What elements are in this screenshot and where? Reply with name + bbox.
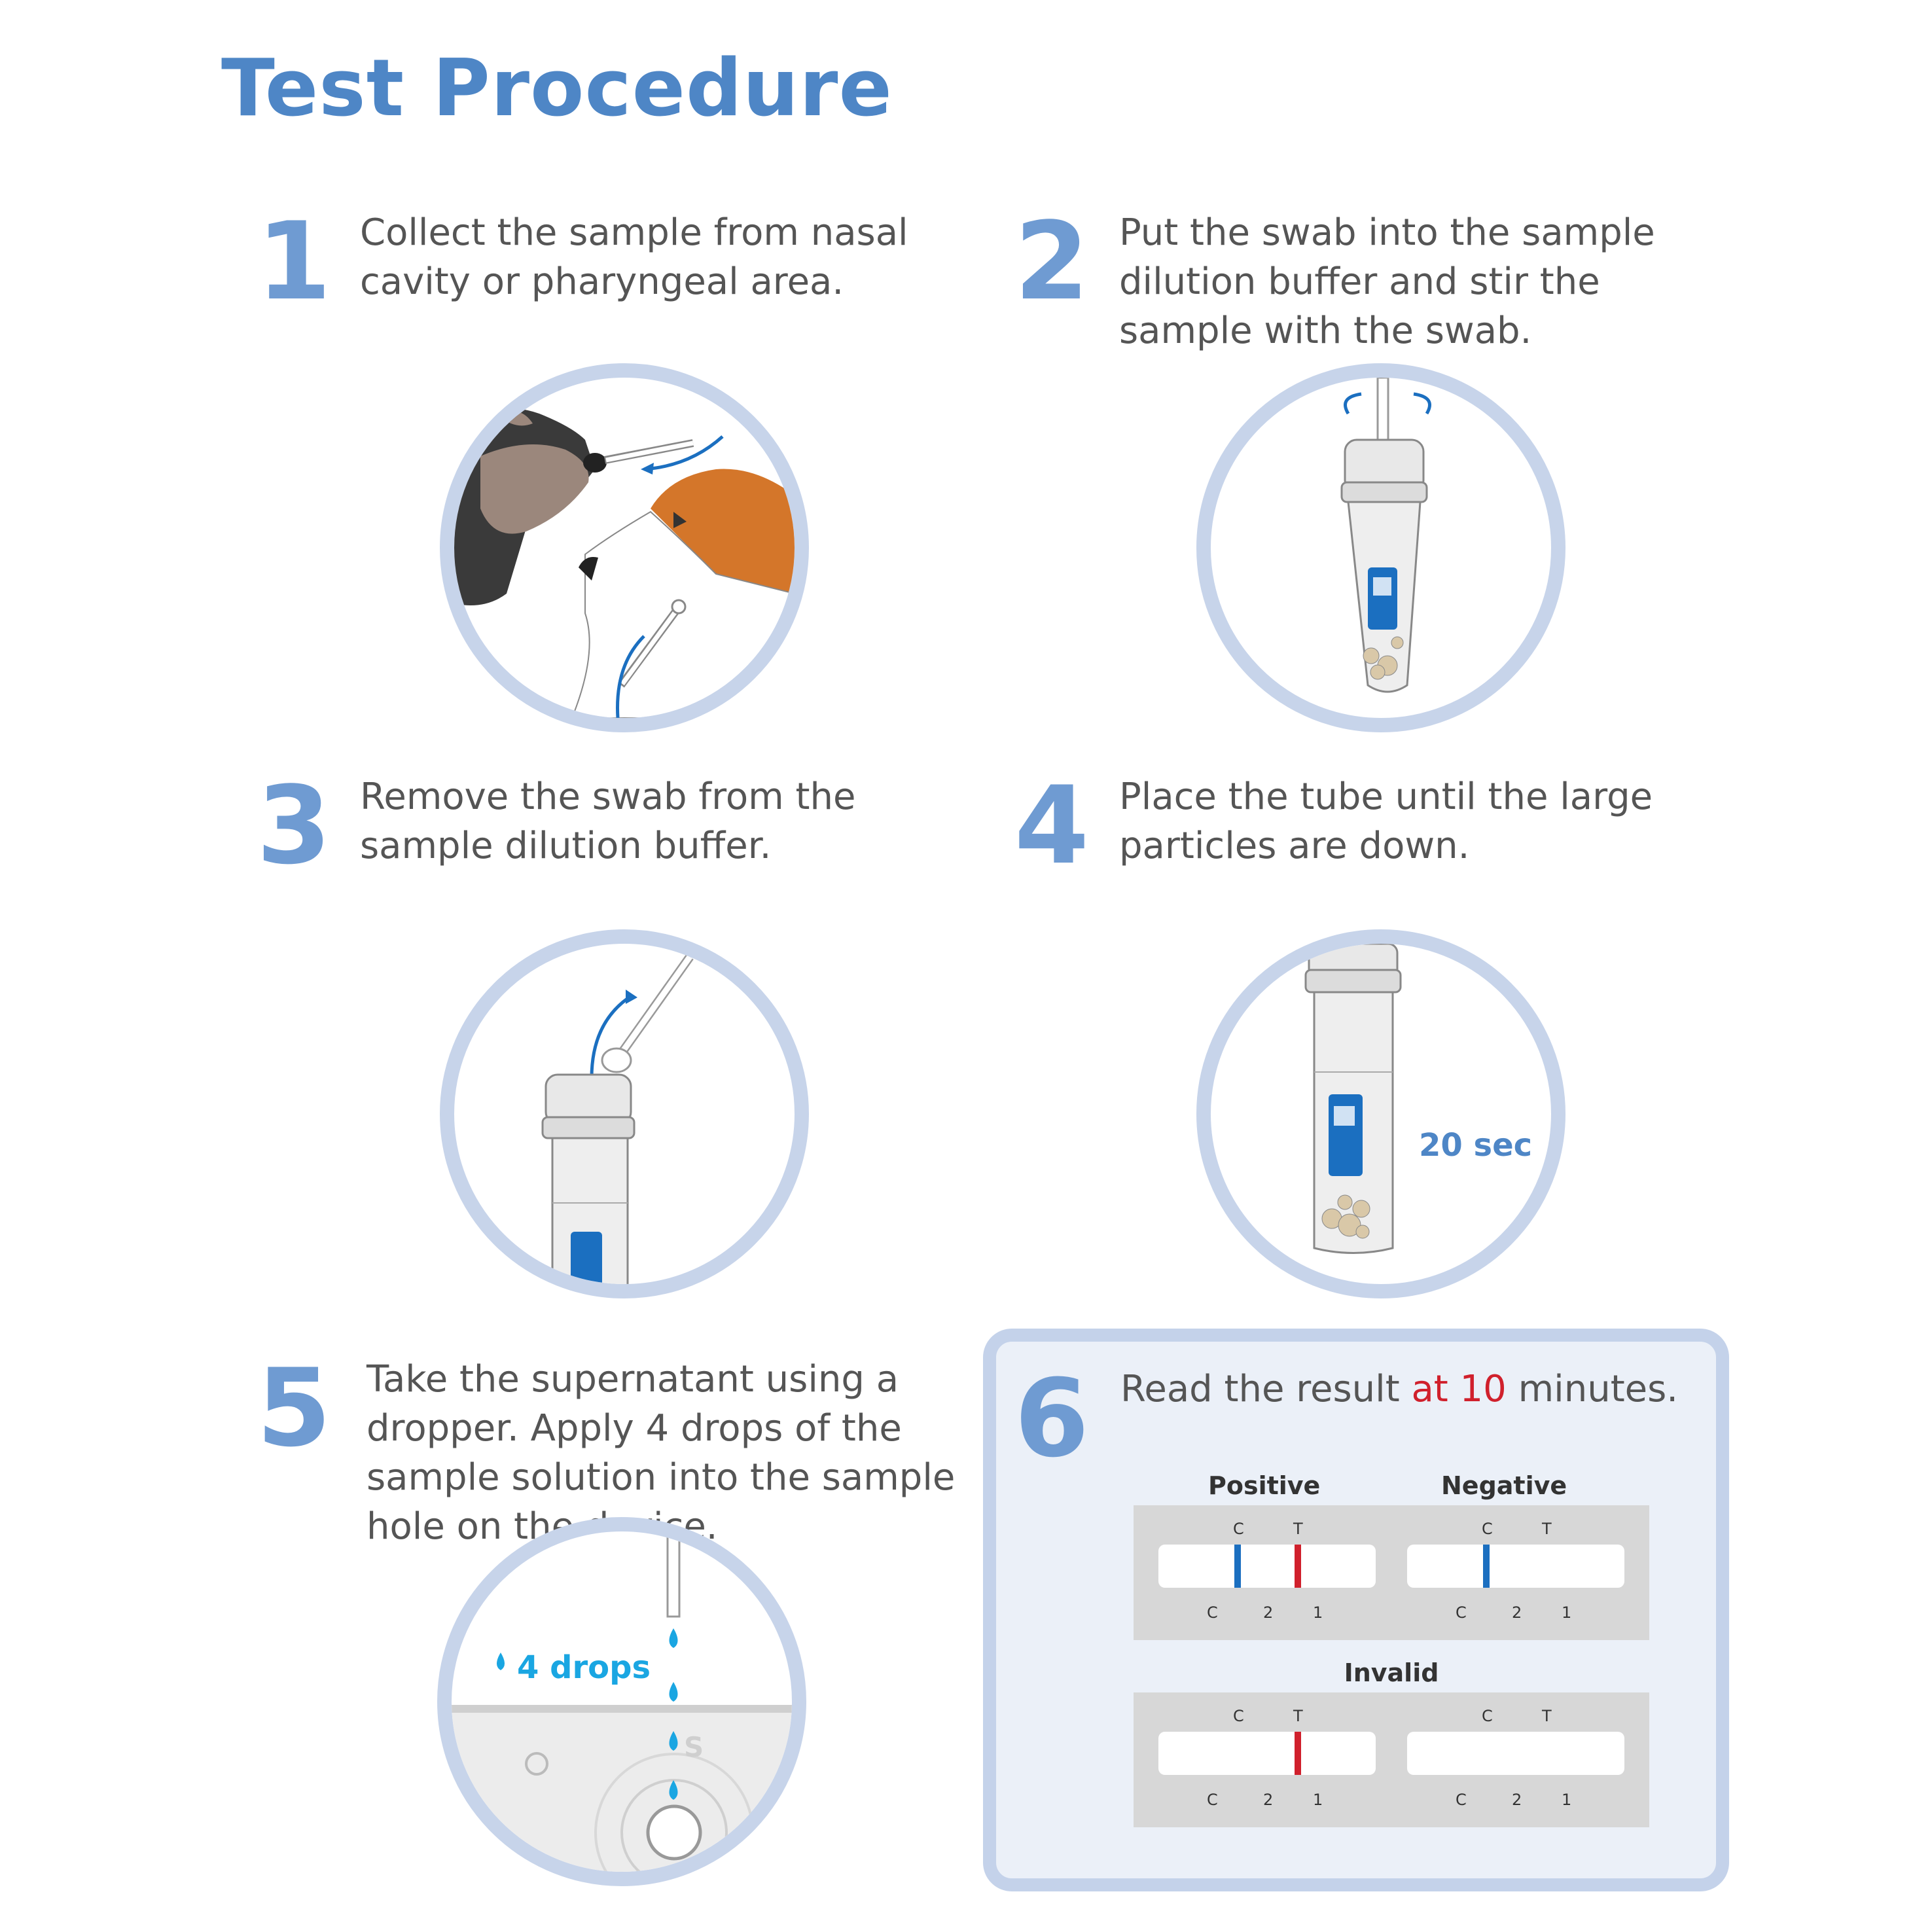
strip-label-c: C [1233, 1707, 1244, 1725]
invalid-strip-blank [1407, 1732, 1624, 1775]
page-title: Test Procedure [221, 43, 893, 134]
strip-label-t: T [1293, 1707, 1303, 1725]
test-line [1295, 1732, 1301, 1775]
negative-label: Negative [1441, 1471, 1567, 1500]
strip-bottom-2: 2 [1263, 1791, 1274, 1809]
step-5-text: Take the supernatant using a dropper. Ap… [367, 1358, 956, 1548]
strip-bottom-1: 1 [1313, 1791, 1323, 1809]
step-3-number: 3 [257, 763, 332, 888]
dropper-device-illustration [452, 1531, 792, 1872]
negative-strip [1407, 1545, 1624, 1588]
strip-bottom-2: 2 [1512, 1791, 1522, 1809]
strip-bottom-1: 1 [1562, 1603, 1572, 1622]
step-1-number: 1 [257, 199, 332, 324]
step-6-text-before: Read the result [1120, 1368, 1412, 1410]
test-line [1295, 1545, 1301, 1588]
positive-label: Positive [1208, 1471, 1321, 1500]
strip-bottom-c: C [1456, 1603, 1467, 1622]
step-1-illustration [440, 363, 809, 732]
step-4-number: 4 [1014, 763, 1090, 888]
step-2-illustration [1196, 363, 1565, 732]
control-line [1234, 1545, 1241, 1588]
step-2-number: 2 [1014, 199, 1090, 324]
invalid-label: Invalid [1344, 1658, 1439, 1687]
step-5-number: 5 [257, 1346, 332, 1471]
tube-settle-illustration [1304, 944, 1402, 1254]
results-row-invalid: C T C 2 1 C T C 2 1 [1134, 1692, 1649, 1827]
step-1-text: Collect the sample from nasal cavity or … [360, 211, 908, 303]
control-line [1483, 1545, 1490, 1588]
strip-bottom-1: 1 [1562, 1791, 1572, 1809]
tube-remove-swab-illustration [541, 954, 694, 1284]
strip-label-c: C [1482, 1707, 1493, 1725]
strip-label-c: C [1482, 1520, 1493, 1538]
strip-bottom-c: C [1207, 1603, 1218, 1622]
step-6-text-after: minutes. [1506, 1368, 1679, 1410]
step-3-text: Remove the swab from the sample dilution… [360, 776, 856, 867]
time-label: 20 sec [1419, 1127, 1533, 1164]
strip-bottom-1: 1 [1313, 1603, 1323, 1622]
strip-label-c: C [1233, 1520, 1244, 1538]
strip-bottom-c: C [1207, 1791, 1218, 1809]
results-row-top: C T C 2 1 C T C 2 1 [1134, 1505, 1649, 1640]
step-6-text: Read the result at 10 minutes. [1120, 1368, 1678, 1410]
invalid-strip-test-only [1158, 1732, 1376, 1775]
positive-strip [1158, 1545, 1376, 1588]
strip-label-t: T [1542, 1520, 1552, 1538]
step-4-illustration: 20 sec [1196, 929, 1565, 1298]
strip-bottom-c: C [1456, 1791, 1467, 1809]
step-6-text-highlight: at 10 [1411, 1368, 1507, 1410]
device-sample-mark: S [684, 1731, 704, 1763]
drops-label: 4 drops [517, 1649, 651, 1686]
strip-label-t: T [1293, 1520, 1303, 1538]
step-6-panel: 6 Read the result at 10 minutes. Positiv… [983, 1329, 1729, 1891]
strip-bottom-2: 2 [1263, 1603, 1274, 1622]
step-6-number: 6 [1014, 1356, 1090, 1481]
tube-stir-illustration [1340, 378, 1431, 693]
strip-label-t: T [1542, 1707, 1552, 1725]
strip-bottom-2: 2 [1512, 1603, 1522, 1622]
step-3-illustration [440, 929, 809, 1298]
step-2-text: Put the swab into the sample dilution bu… [1119, 211, 1655, 352]
step-4-text: Place the tube until the large particles… [1119, 776, 1653, 867]
step-5-illustration: 4 drops S [437, 1517, 806, 1886]
dogs-sampling-illustration [454, 408, 795, 718]
